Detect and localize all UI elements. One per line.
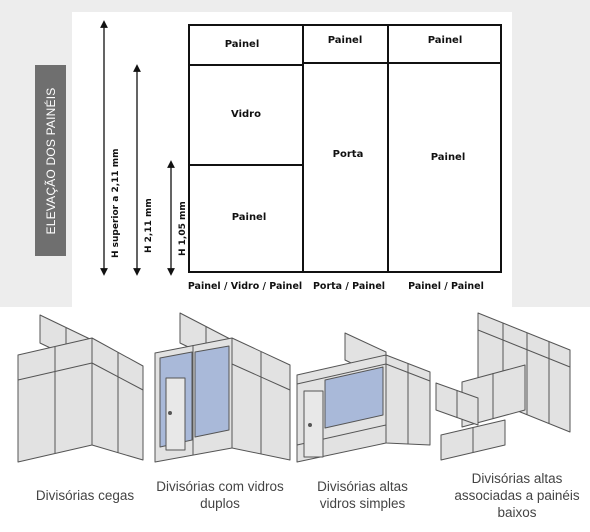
caption-mixed-height-partitions: Divisórias altas associadas a painéis ba… (454, 471, 580, 520)
col2-middle-label: Porta (333, 149, 364, 160)
col3-middle-label: Painel (431, 152, 466, 163)
illustration-double-glass-partitions (154, 312, 291, 463)
side-label-box: ELEVAÇÃO DOS PAINÉIS (35, 65, 66, 256)
illustration-blind-partitions (17, 314, 144, 463)
col2-top-label: Painel (328, 35, 363, 46)
caption-double-glass-partitions: Divisórias com vidros duplos (156, 479, 284, 511)
dimension-label-superior: H superior a 2,11 mm (111, 148, 121, 258)
caption-single-glass-partitions: Divisórias altas vidros simples (317, 479, 408, 511)
dimension-label-105: H 1,05 mm (178, 201, 188, 256)
elevation-diagram: Painel Vidro Painel Painel Porta Painel … (188, 24, 502, 292)
dimension-arrows: H superior a 2,11 mm H 2,11 mm H 1,05 mm (100, 20, 188, 276)
col1-bottom-label: Painel (232, 212, 267, 223)
col3-bottom-caption: Painel / Painel (408, 281, 484, 292)
caption-blind-partitions: Divisórias cegas (35, 488, 135, 503)
col1-top-label: Painel (225, 39, 260, 50)
illustration-mixed-height-partitions (435, 312, 571, 461)
col2-bottom-caption: Porta / Painel (313, 281, 385, 292)
illustration-single-glass-partitions (296, 332, 431, 463)
col3-top-label: Painel (428, 35, 463, 46)
dimension-label-211: H 2,11 mm (144, 198, 154, 253)
col1-bottom-caption: Painel / Vidro / Painel (188, 281, 302, 292)
col1-middle-label: Vidro (231, 109, 261, 120)
